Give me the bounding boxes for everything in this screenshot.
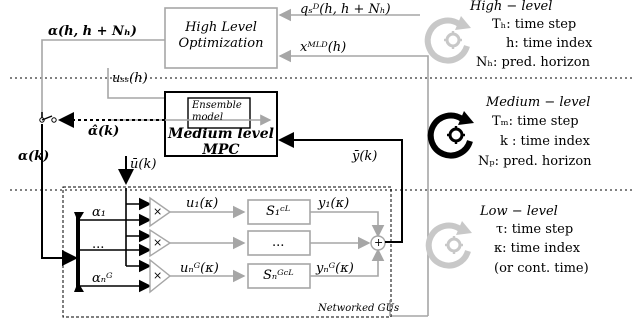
ensemble-label: Ensemble model (188, 100, 254, 124)
networked-gus-label: Networked GUs (318, 303, 400, 314)
alpha-h-label: α(h, h + Nₕ) (48, 24, 137, 39)
selector-tip-bottom (74, 282, 84, 292)
subsystem-mid-block (247, 230, 311, 256)
unG-label: uₙᴳ(κ) (180, 261, 219, 276)
mult1-symbol: × (153, 205, 163, 218)
multiplier-3 (149, 258, 172, 294)
high-opt-line-2: Optimization (178, 36, 264, 51)
s-mid-label: ... (272, 235, 285, 250)
medium-level-row-2: k : time index (500, 134, 590, 149)
ynG-label: yₙᴳ(κ) (316, 261, 354, 276)
low-level-row-1: τ: time step (496, 222, 574, 237)
high-level-optimization-block (164, 7, 278, 69)
switch-blade (41, 115, 53, 121)
mpc-label: Medium level MPC (165, 126, 277, 158)
mult3-symbol: × (153, 269, 163, 282)
alpha-hat-label: α̂(k) (88, 124, 120, 139)
qs-label: qₛᴰ(h, h + Nₕ) (300, 2, 391, 17)
ynG-arrow (310, 248, 385, 277)
high-level-row-1: Tₕ: time step (492, 17, 577, 32)
ybar-feedback-arrow (278, 132, 403, 243)
networked-gus-boundary (62, 186, 392, 318)
s1-label: S₁ᶜᴸ (266, 204, 291, 219)
multiplier-2 (149, 228, 172, 258)
mpc-line-1: Medium level (168, 126, 274, 142)
low-level-row-3: (or cont. time) (494, 261, 589, 276)
subsystem-1-block (247, 199, 311, 225)
medium-level-title: Medium − level (486, 95, 591, 110)
high-opt-line-1: High Level (185, 20, 257, 35)
multiplier-1 (149, 196, 172, 228)
ybar-label: ȳ(k) (352, 149, 378, 164)
mult2-symbol: × (153, 236, 163, 249)
sum-symbol: + (374, 236, 384, 249)
uss-label: uₛₛ(h) (112, 71, 148, 86)
low-level-row-2: κ: time index (494, 241, 581, 256)
medium-level-row-3: Nₚ: pred. horizon (478, 154, 592, 169)
ensemble-line-1: Ensemble (192, 100, 242, 111)
ensemble-line-2: model (192, 112, 224, 123)
alpha-h-line (41, 39, 165, 112)
gear-refresh-icon (425, 221, 472, 269)
high-level-row-3: Nₕ: pred. horizon (476, 55, 590, 70)
uss-line (107, 68, 190, 99)
subsystem-nG-block (247, 263, 311, 289)
xmld-feedback-arrow (278, 49, 429, 316)
y1-arrow (310, 211, 385, 238)
switch-node-right (51, 117, 57, 123)
alphanG-label: αₙᴳ (92, 271, 113, 286)
selector-tip-top (74, 212, 84, 222)
high-level-optimization-label: High Level Optimization (165, 20, 277, 52)
medium-level-row-1: Tₘ: time step (492, 114, 579, 129)
y1-label: y₁(κ) (318, 196, 350, 211)
alpha-ellipsis: ... (92, 237, 105, 252)
alpha1-label: α₁ (92, 205, 106, 220)
gear-refresh-icon (424, 16, 471, 64)
high-level-row-2: h: time index (506, 36, 593, 51)
mpc-line-2: MPC (202, 142, 240, 158)
snG-label: Sₙᴳᶜᴸ (263, 268, 294, 283)
xmld-label: xᴹᴸᴰ(h) (300, 40, 347, 55)
alpha-k-line (41, 124, 78, 266)
ensemble-model-block (187, 97, 251, 129)
low-level-title: Low − level (480, 204, 558, 219)
u1-label: u₁(κ) (186, 196, 219, 211)
ubar-label: ū(k) (130, 157, 157, 172)
alpha-k-label: α(k) (18, 149, 50, 164)
high-level-title: High − level (470, 0, 553, 14)
gear-refresh-icon (427, 111, 474, 159)
